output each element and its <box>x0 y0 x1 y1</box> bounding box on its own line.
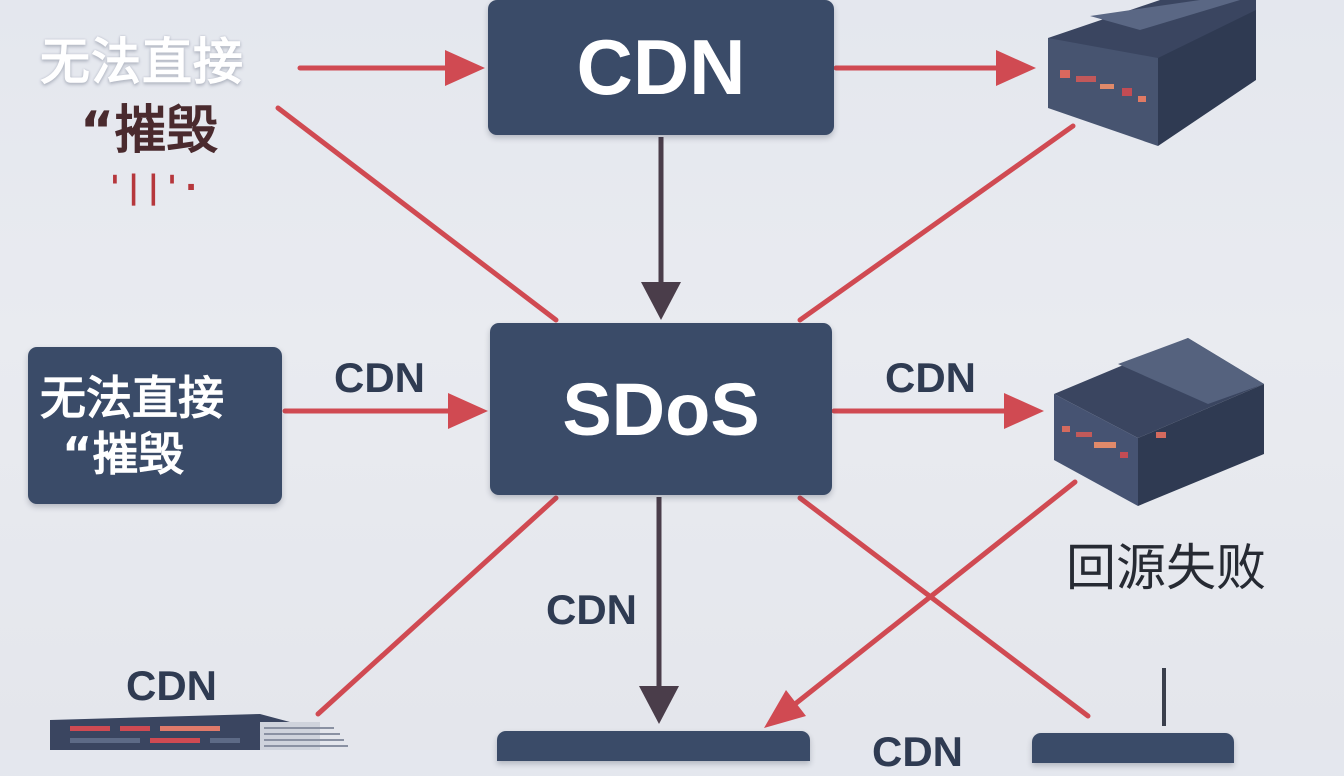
top-left-subheading: “摧毁 <box>80 101 219 161</box>
label-bottom-right: CDN <box>872 728 963 775</box>
arrowhead <box>448 393 488 429</box>
arrowhead <box>764 690 806 728</box>
label-bottom-left: CDN <box>126 662 217 709</box>
arrowhead <box>445 50 485 86</box>
diagonal-top-right <box>797 123 1076 323</box>
server-icon <box>1054 338 1264 506</box>
label-center-to-right: CDN <box>885 354 976 401</box>
left-source-node[interactable]: 无法直接 “摧毁 <box>28 347 282 504</box>
label-center-to-bottom: CDN <box>546 586 637 633</box>
diagonal-bottom-left <box>315 495 559 717</box>
arrowhead <box>639 686 679 724</box>
diagonal-bottom-right <box>797 495 1091 719</box>
top-left-marks: '||'· <box>110 168 206 206</box>
arrow-device-to-bottom <box>782 479 1078 715</box>
left-node-line1: 无法直接 <box>40 370 224 425</box>
arrowhead <box>1004 393 1044 429</box>
left-node-line2: “摧毁 <box>62 426 185 481</box>
label-left-to-center: CDN <box>334 354 425 401</box>
bottom-right-node[interactable] <box>1032 733 1234 763</box>
server-rack-icon <box>50 714 348 750</box>
arrowhead <box>996 50 1036 86</box>
origin-failure-label: 回源失败 <box>1066 539 1266 597</box>
bottom-center-node[interactable] <box>497 731 810 761</box>
sdos-node[interactable]: SDoS <box>490 323 832 495</box>
cdn-node[interactable]: CDN <box>488 0 834 135</box>
connector-layer <box>275 50 1166 728</box>
top-left-heading: 无法直接 <box>40 33 244 91</box>
arrowhead <box>641 282 681 320</box>
diagonal-top-left <box>275 105 559 323</box>
server-icon <box>1048 0 1256 146</box>
